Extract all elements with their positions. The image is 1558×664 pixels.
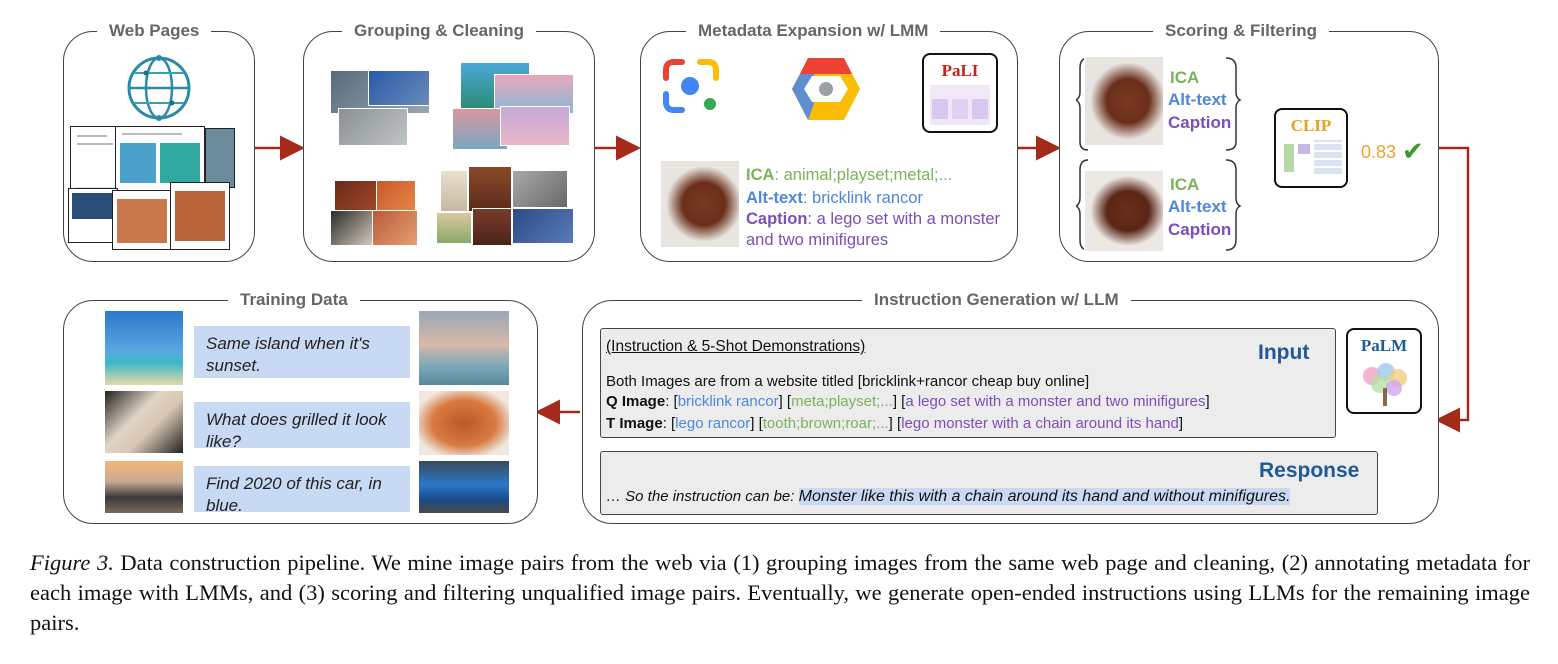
lego-rancor-photo [660, 160, 740, 248]
web-page-thumbnail [205, 128, 235, 188]
globe-icon [127, 55, 191, 121]
island-day-photo [104, 310, 184, 386]
input-title: Input [1258, 341, 1310, 364]
response-title: Response [1259, 459, 1360, 482]
palm-logo-text: PaLM [1360, 336, 1408, 355]
panel-title-scoring: Scoring & Filtering [1153, 21, 1330, 41]
score-caption-label: Caption [1168, 113, 1232, 132]
score-alt-label: Alt-text [1168, 197, 1227, 216]
google-cloud-icon [792, 58, 860, 120]
input-t-image: T Image: [lego rancor] [tooth;brown;roar… [606, 415, 1184, 432]
lego-photo-cluster [440, 170, 468, 212]
clip-logo: CLIP [1274, 108, 1348, 188]
figure-caption: Figure 3. Data construction pipeline. We… [30, 548, 1530, 638]
lego-photo-cluster [512, 170, 568, 208]
pali-logo: PaLI [922, 53, 998, 133]
web-page-thumbnail [170, 182, 230, 250]
demo-heading: (Instruction & 5-Shot Demonstrations) [606, 338, 866, 355]
response-line: … So the instruction can be: Monster lik… [606, 488, 1291, 505]
metadata-caption-line-2: and two minifigures [746, 231, 889, 249]
web-page-thumbnail [68, 188, 118, 243]
grilled-chicken-photo [418, 390, 510, 456]
check-icon: ✔ [1402, 136, 1424, 166]
clip-logo-text: CLIP [1290, 116, 1332, 135]
metadata-alt-line: Alt-text: bricklink rancor [746, 189, 923, 207]
island-photo-cluster [452, 108, 508, 150]
palm-logo: PaLM [1346, 328, 1422, 414]
input-line-1: Both Images are from a website titled [b… [606, 373, 1090, 390]
island-sunset-photo [418, 310, 510, 386]
input-box [600, 328, 1336, 438]
lego-photo-cluster [472, 208, 512, 246]
training-instruction-2: What does grilled it look like? [194, 402, 410, 451]
panel-title-grouping: Grouping & Cleaning [342, 21, 536, 41]
food-photo-cluster [372, 210, 418, 246]
training-instruction-1: Same island when it's sunset. [194, 326, 410, 378]
training-instruction-3: Find 2020 of this car, in blue. [194, 466, 410, 515]
lego-photo-cluster [468, 166, 512, 212]
score-ica-label: ICA [1170, 175, 1200, 194]
score-ica-label: ICA [1170, 68, 1200, 87]
bracket-icon [1076, 57, 1242, 251]
figure-label: Figure 3. [30, 550, 114, 575]
input-q-image: Q Image: [bricklink rancor] [meta;playse… [606, 393, 1210, 410]
metadata-caption-line: Caption: a lego set with a monster [746, 210, 1001, 228]
island-photo-cluster [500, 106, 570, 146]
lego-rancor-photo [1084, 56, 1164, 146]
metadata-ica-line: ICA: animal;playset;metal;... [746, 166, 953, 184]
lego-photo-cluster [512, 208, 574, 244]
car-photo-cluster [338, 108, 408, 146]
arrow-scoring-to-instruction [1420, 146, 1470, 433]
truck-photo [104, 460, 184, 514]
food-photo-cluster [330, 210, 376, 246]
score-alt-label: Alt-text [1168, 90, 1227, 109]
panel-title-training: Training Data [228, 290, 360, 310]
figure-caption-text: Data construction pipeline. We mine imag… [30, 550, 1531, 635]
raw-meat-photo [104, 390, 184, 454]
score-caption-label: Caption [1168, 220, 1232, 239]
google-lens-icon [663, 59, 719, 113]
lego-photo-cluster [436, 212, 472, 244]
lego-rancor-chain-photo [1084, 170, 1164, 252]
panel-title-instruction: Instruction Generation w/ LLM [862, 290, 1131, 310]
web-page-thumbnail [112, 190, 172, 250]
panel-title-web-pages: Web Pages [97, 21, 212, 41]
blue-truck-photo [418, 460, 510, 514]
panel-title-metadata: Metadata Expansion w/ LMM [686, 21, 941, 41]
pali-logo-text: PaLI [941, 61, 979, 80]
car-photo-cluster [368, 70, 430, 106]
clip-score: 0.83 [1361, 142, 1397, 162]
